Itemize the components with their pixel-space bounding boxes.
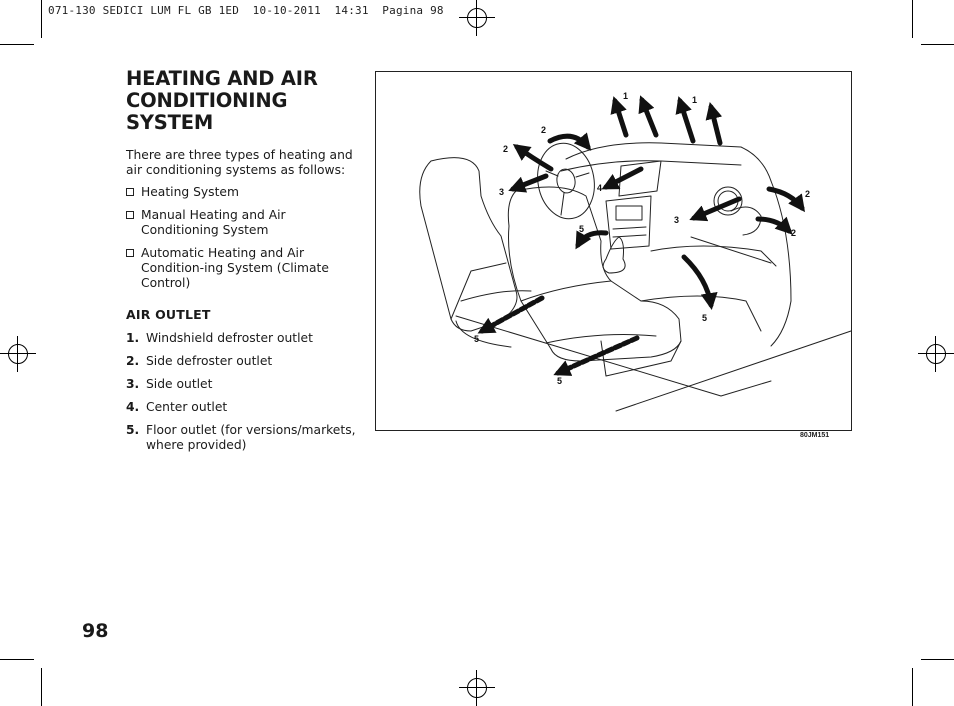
airflow-diagram: 1 1 2 2 2 2 3 3 4 5 5 5 5: [419, 91, 852, 412]
crop-mark: [0, 44, 34, 45]
air-outlet-heading: AIR OUTLET: [126, 307, 211, 322]
crop-mark: [921, 44, 954, 45]
floor-outlet-arrow: [553, 335, 640, 376]
callout-label: 2: [791, 228, 796, 238]
callout-label: 5: [702, 313, 707, 323]
floor-outlet-arrow: [681, 254, 718, 311]
side-defroster-arrow: [547, 132, 592, 151]
crop-mark: [41, 668, 42, 706]
figure-code: 80JM151: [800, 432, 830, 439]
floor-outlet-arrow: [575, 230, 609, 250]
callout-label: 4: [597, 183, 602, 193]
side-defroster-arrow: [755, 216, 793, 235]
list-item: 2.Side defroster outlet: [126, 354, 273, 368]
callout-label: 2: [805, 189, 810, 199]
list-item: 5.Floor outlet (for versions/markets, wh…: [126, 423, 356, 452]
callout-label: 1: [692, 95, 697, 105]
callout-label: 5: [579, 224, 584, 234]
interior-line-art: [419, 142, 852, 412]
side-outlet-arrow: [508, 173, 549, 193]
crop-mark: [41, 0, 42, 38]
system-type-list: Heating System Manual Heating and Air Co…: [126, 185, 356, 291]
crop-mark: [921, 659, 954, 660]
windshield-defroster-arrow: [675, 96, 696, 144]
crop-mark: [912, 0, 913, 38]
air-outlet-list: 1.Windshield defroster outlet 2.Side def…: [126, 331, 356, 453]
title-line: CONDITIONING: [126, 89, 288, 112]
page-number: 98: [82, 620, 109, 642]
list-item: 4.Center outlet: [126, 400, 228, 414]
callout-label: 2: [503, 144, 508, 154]
registration-mark: [459, 0, 495, 36]
title-line: SYSTEM: [126, 111, 214, 134]
list-item: 3.Side outlet: [126, 377, 213, 391]
list-item: Automatic Heating and Air Condition-ing …: [126, 246, 356, 291]
section-title: HEATING AND AIR CONDITIONING SYSTEM: [126, 68, 318, 134]
list-item: Heating System: [126, 185, 356, 200]
registration-mark: [459, 670, 495, 706]
floor-outlet-arrow: [477, 295, 545, 334]
car-interior-illustration: 1 1 2 2 2 2 3 3 4 5 5 5 5: [375, 71, 852, 431]
checkbox-bullet-icon: [126, 249, 134, 257]
list-item: Manual Heating and Air Conditioning Syst…: [126, 208, 356, 238]
callout-labels: 1 1 2 2 2 2 3 3 4 5 5 5 5: [474, 91, 810, 386]
side-defroster-arrow: [766, 186, 806, 213]
checkbox-bullet-icon: [126, 188, 134, 196]
print-header: 071-130 SEDICI LUM FL GB 1ED 10-10-2011 …: [48, 4, 444, 17]
list-item: 1.Windshield defroster outlet: [126, 331, 313, 345]
checkbox-bullet-icon: [126, 211, 134, 219]
crop-mark: [0, 659, 34, 660]
windshield-defroster-arrow: [705, 102, 723, 146]
side-defroster-arrow: [512, 144, 554, 172]
title-line: HEATING AND AIR: [126, 67, 318, 90]
crop-mark: [912, 668, 913, 706]
callout-label: 2: [541, 125, 546, 135]
body-text-column: There are three types of heating and air…: [126, 148, 356, 461]
callout-label: 3: [674, 215, 679, 225]
callout-label: 1: [623, 91, 628, 101]
callout-label: 3: [499, 187, 504, 197]
airflow-arrows: [477, 95, 806, 376]
callout-label: 5: [474, 334, 479, 344]
side-outlet-arrow: [689, 196, 742, 222]
windshield-defroster-arrow: [610, 96, 629, 138]
intro-paragraph: There are three types of heating and air…: [126, 148, 353, 177]
registration-mark: [918, 336, 954, 372]
windshield-defroster-arrow: [638, 95, 659, 138]
registration-mark: [0, 336, 36, 372]
center-outlet-arrow: [601, 166, 644, 190]
callout-label: 5: [557, 376, 562, 386]
